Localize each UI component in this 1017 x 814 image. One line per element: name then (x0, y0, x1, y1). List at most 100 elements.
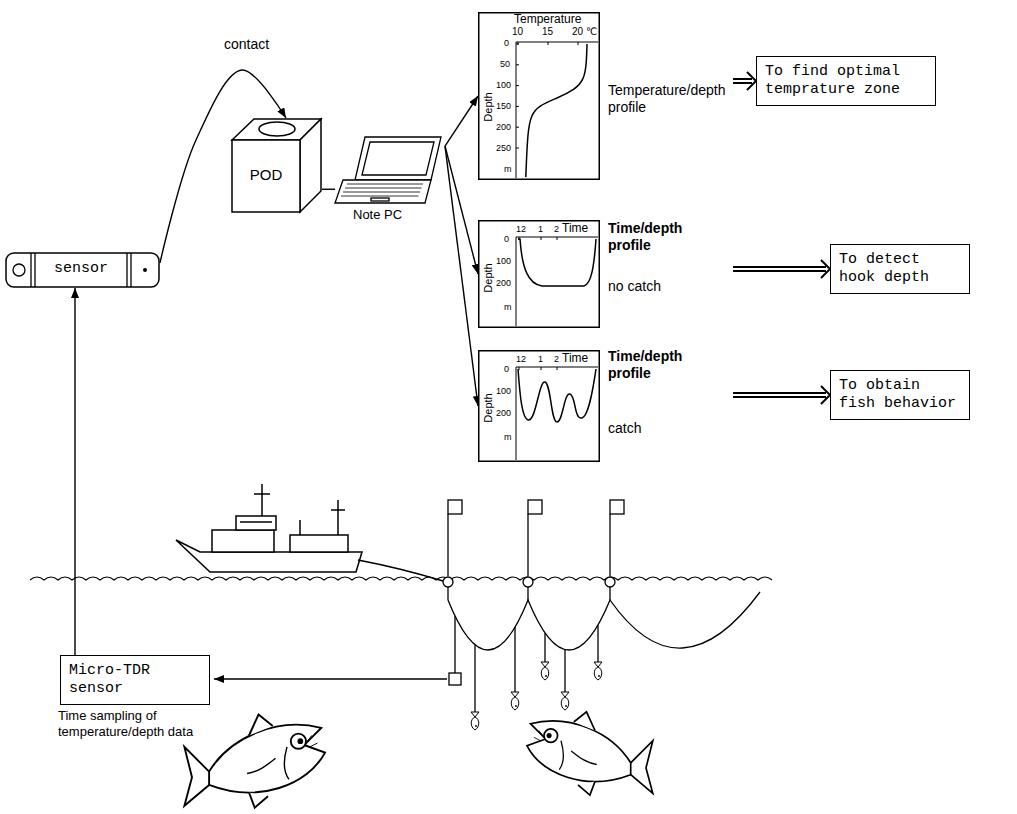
double-arrow (733, 78, 752, 84)
buoys-and-flags (610, 500, 624, 514)
node-label: no catch (608, 278, 661, 295)
buoys-and-flags (605, 577, 615, 587)
double-arrow-gap (733, 80, 752, 82)
buoys-and-flags (609, 514, 610, 576)
note-pc: Note PC (335, 135, 445, 227)
connector-group (445, 146, 478, 406)
axis-title: Depth (482, 393, 495, 422)
chart-caption: Time/depth profile (608, 348, 708, 382)
node-label: POD (232, 166, 300, 184)
time-depth-chart-outline (478, 350, 600, 462)
tick-label: 200 (496, 122, 511, 133)
longline (454, 616, 455, 673)
tick-label: 50 (500, 59, 510, 70)
arrow-line (445, 96, 478, 146)
hooked-fish (561, 692, 569, 710)
axis-title: Depth (482, 92, 495, 121)
ship (176, 484, 362, 572)
tick-label: 150 (496, 101, 511, 112)
arrow-line (445, 146, 478, 274)
buoys-and-flags (443, 500, 624, 587)
connector-group (445, 146, 478, 274)
node-label: Note PC (353, 207, 402, 223)
double-arrow (733, 266, 826, 272)
arrow-line (322, 189, 335, 190)
result-box: To find optimal temprature zone (756, 56, 936, 106)
rope (358, 560, 443, 581)
chart-caption: Temperature/depth profile (608, 82, 730, 116)
ship (236, 516, 276, 530)
arrow-line (445, 146, 478, 406)
double-arrow (733, 392, 826, 398)
buoys-and-flags (448, 500, 462, 514)
node-label: sensor (35, 260, 127, 278)
tick-label: 100 (496, 256, 511, 267)
connector-group (75, 288, 76, 655)
node-label: Time (562, 351, 588, 365)
ship (254, 493, 270, 495)
illustration (527, 712, 653, 795)
longline (448, 587, 760, 716)
buoys-and-flags (523, 577, 533, 587)
tick-label: m (504, 302, 512, 313)
tick-label: 0 (504, 234, 509, 245)
longline (597, 625, 598, 666)
tick-label: 12 (516, 354, 526, 365)
box-label: To detect hook depth (839, 251, 961, 287)
temperature-depth-chart: Temperature101520℃Depth050100150200250mT… (478, 12, 733, 180)
connector-group (322, 189, 335, 190)
connector-group (733, 260, 830, 278)
tick-label: 200 (496, 408, 511, 419)
tick-label: 10 (512, 26, 523, 38)
result-box: To obtain fish behavior (830, 370, 970, 420)
longline (474, 645, 475, 716)
tick-label: ℃ (586, 26, 597, 38)
tick-label: 100 (496, 386, 511, 397)
time-depth-chart: Time1212Depth0100200mTime/depth profilen… (478, 220, 733, 328)
note-label: Time sampling of temperature/depth data (58, 708, 243, 739)
ship (331, 509, 345, 511)
sensor-box: Micro-TDR sensor (60, 655, 210, 705)
double-arrow-gap (733, 394, 826, 396)
box-label: To obtain fish behavior (839, 377, 961, 413)
axis-title: Depth (482, 263, 495, 292)
arrow-head (747, 72, 756, 90)
hooked-fish (594, 662, 602, 680)
longline (527, 587, 528, 600)
longline (609, 587, 610, 600)
tick-label: 100 (496, 80, 511, 91)
ship (261, 484, 263, 516)
tick-label: 250 (496, 143, 511, 154)
longline (447, 587, 448, 600)
tick-label: 20 (572, 26, 583, 38)
time-depth-chart: Time1212Depth0100200mTime/depth profilec… (478, 350, 733, 462)
hooked-fish (541, 662, 549, 680)
ship (212, 530, 274, 552)
longline (544, 633, 545, 666)
longline (514, 627, 515, 696)
temperature-depth-chart-outline (478, 12, 600, 180)
buoys-and-flags (528, 500, 542, 514)
buoys-and-flags (527, 514, 528, 576)
sensor-capsule: sensor (5, 252, 160, 288)
pod-reader: POD (232, 118, 322, 213)
tick-label: 2 (554, 224, 559, 235)
result-box: To detect hook depth (830, 244, 970, 294)
ship (240, 521, 272, 523)
tick-label: 0 (504, 364, 509, 375)
connector-group (733, 386, 830, 404)
tick-label: m (504, 164, 512, 175)
arrow-head (821, 260, 830, 278)
double-arrow-gap (733, 268, 826, 270)
box-label: To find optimal temprature zone (765, 63, 927, 99)
tick-label: 200 (496, 278, 511, 289)
tick-label: 1 (538, 224, 543, 235)
pod-reader-outline (232, 118, 322, 213)
arrow-head (821, 386, 830, 404)
tick-label: 1 (538, 354, 543, 365)
arrow-line (74, 288, 75, 655)
tick-label: 12 (516, 224, 526, 235)
edge-label: contact (222, 36, 271, 53)
